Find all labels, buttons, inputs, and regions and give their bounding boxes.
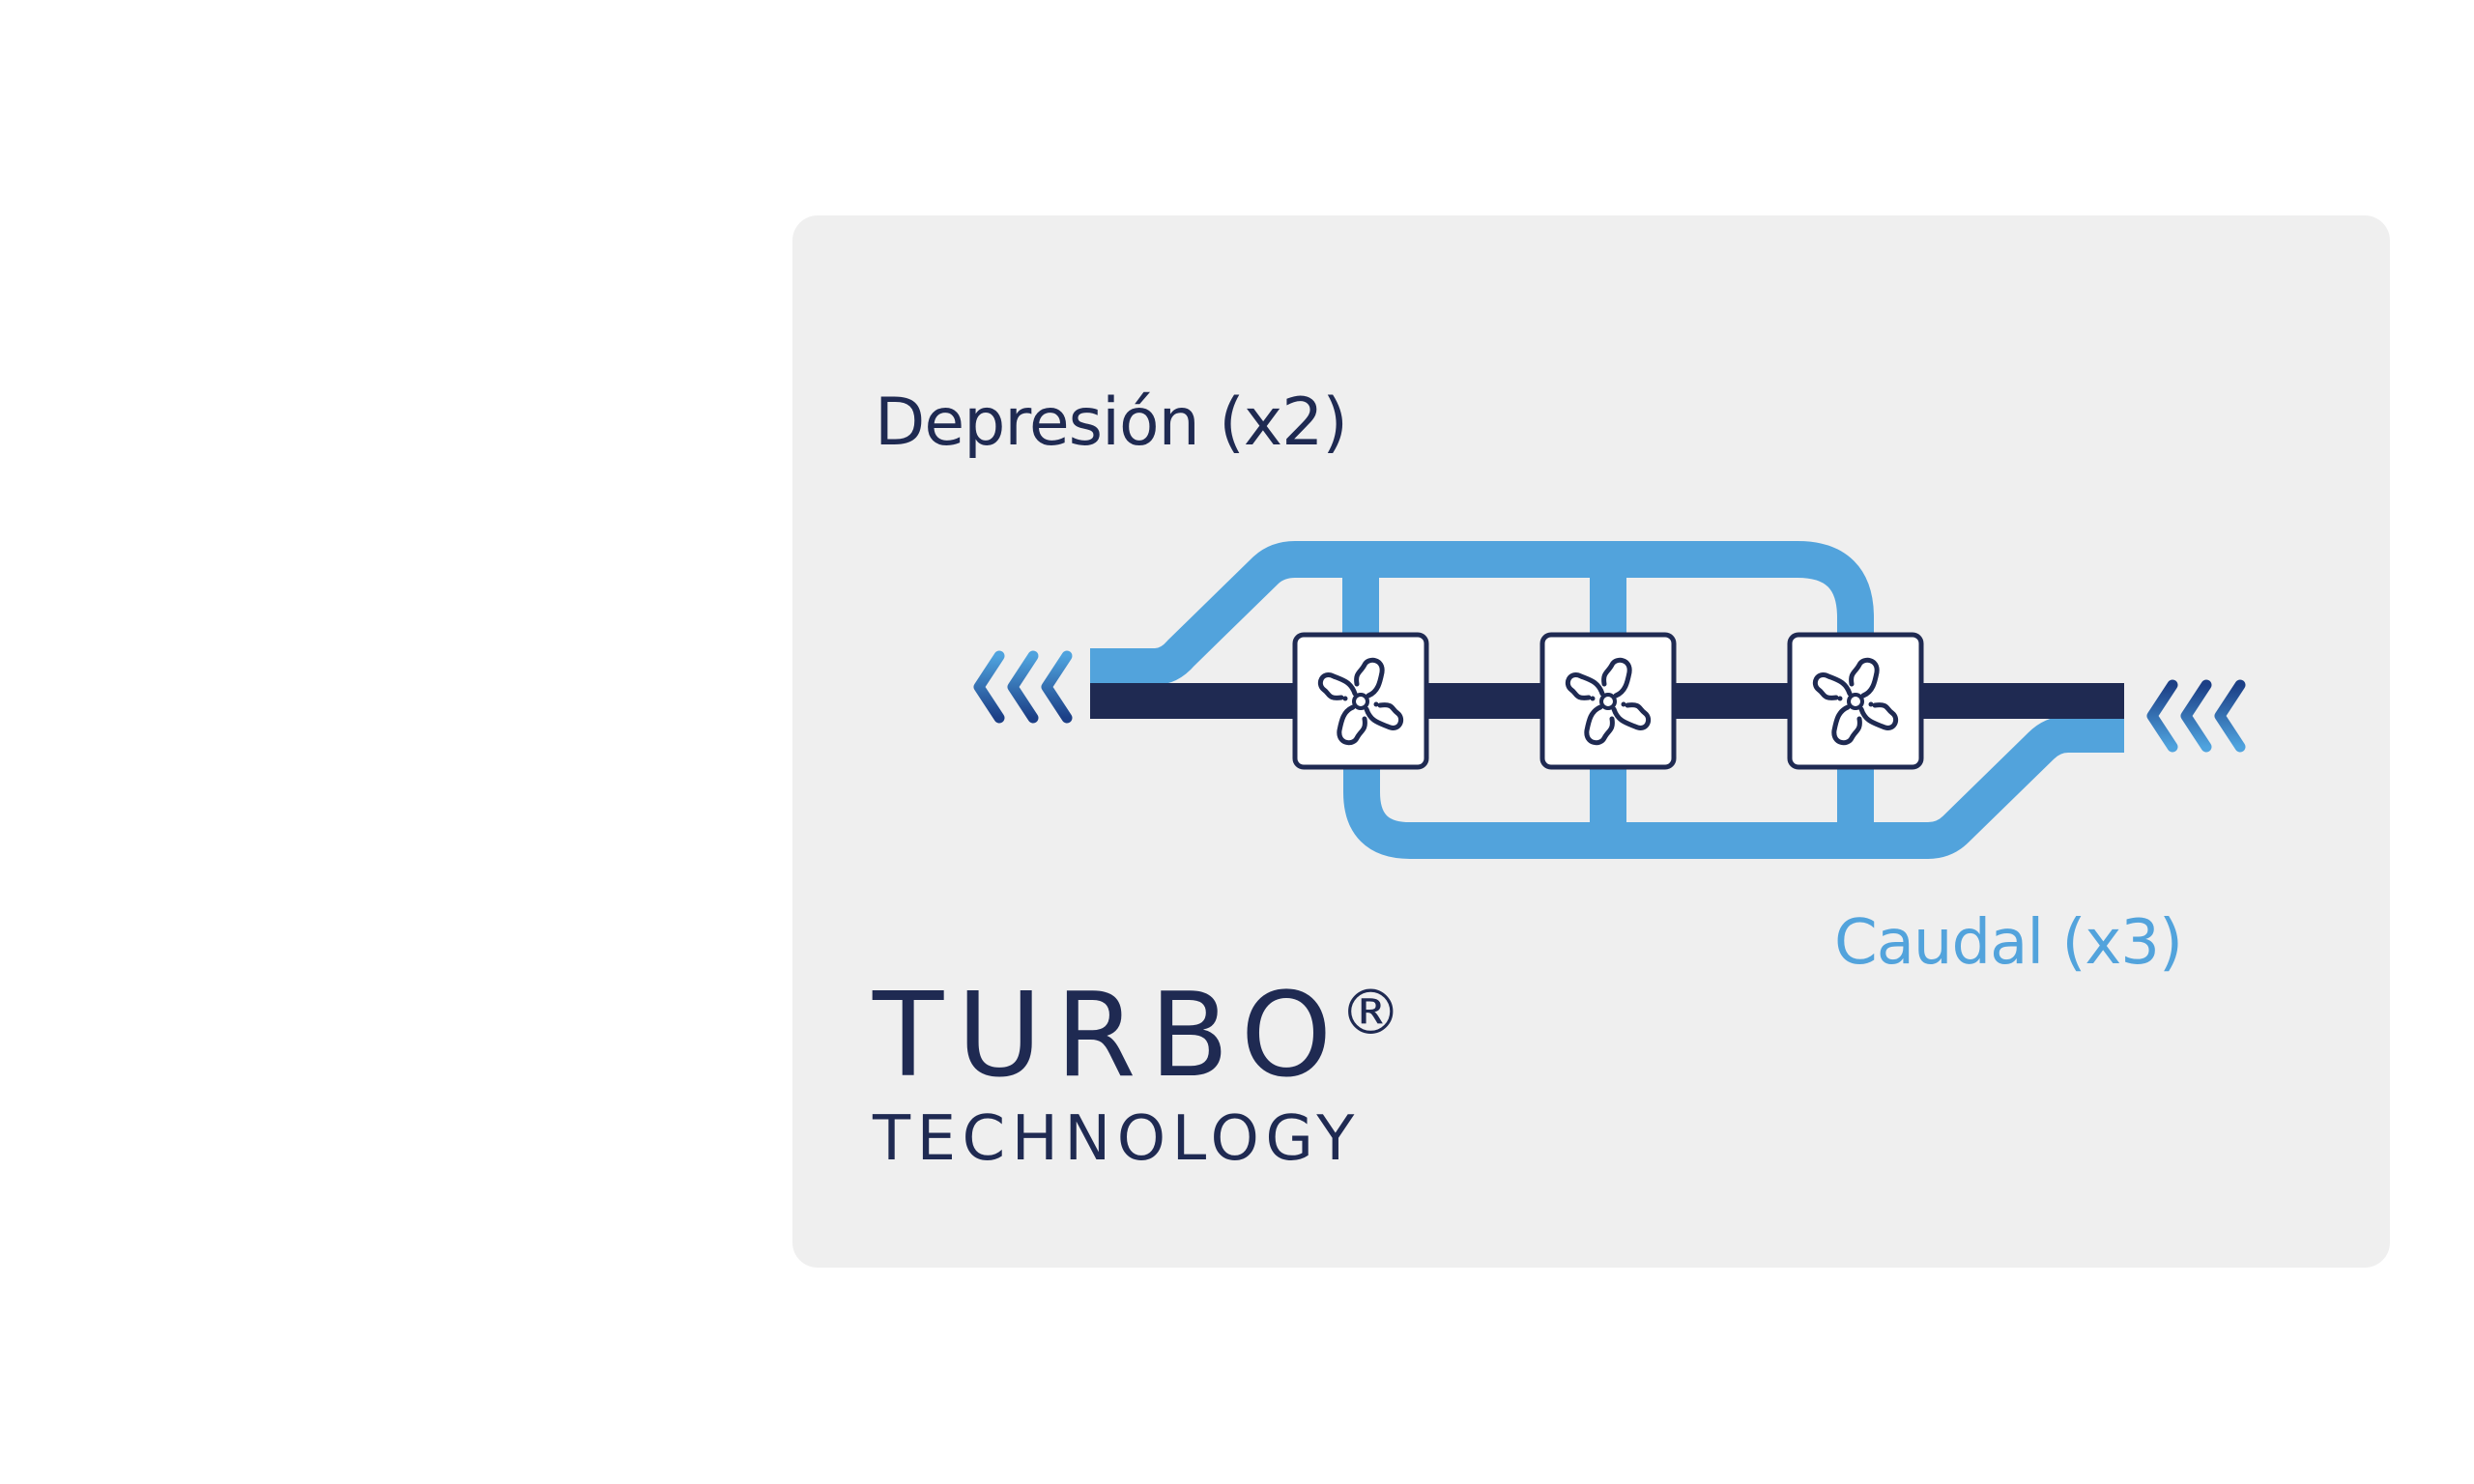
registered-mark: ®: [1339, 978, 1402, 1049]
fan-unit-2: [1539, 632, 1677, 770]
chevrons-left-icon: [973, 650, 1073, 724]
brand-name: TURBO®: [873, 979, 1401, 1095]
pressure-label: Depresión (x2): [875, 385, 1348, 461]
chevron-3: [2214, 679, 2246, 753]
chevron-1: [2146, 679, 2178, 753]
chevrons-right-side-icon: [2146, 679, 2246, 753]
chevron-3: [1041, 650, 1073, 724]
top-pipe: [1090, 541, 1874, 685]
chevron-2: [2180, 679, 2212, 753]
brand-subtitle: TECHNOLOGY: [873, 1103, 1361, 1175]
bottom-pipe: [1343, 716, 2124, 859]
brand-name-text: TURBO: [873, 969, 1346, 1103]
chevron-1: [973, 650, 1005, 724]
fan-unit-1: [1292, 632, 1429, 770]
flow-label: Caudal (x3): [1834, 907, 2183, 979]
fan-unit-3: [1787, 632, 1924, 770]
chevron-2: [1007, 650, 1039, 724]
